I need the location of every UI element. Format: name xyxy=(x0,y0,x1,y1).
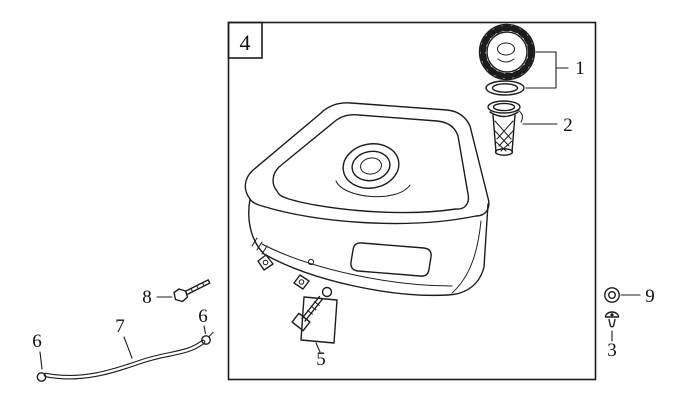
front-recessed-panel xyxy=(350,242,432,277)
callout-1: 1 xyxy=(525,51,585,89)
fuel-cap xyxy=(478,23,536,81)
screw-part5 xyxy=(291,286,338,344)
callout-6-left: 6 xyxy=(32,331,43,370)
mount-tab-left xyxy=(257,254,274,271)
callout-label-strainer: 2 xyxy=(563,115,573,136)
callout-label-bolt3: 3 xyxy=(607,340,617,361)
callout-5: 5 xyxy=(315,342,326,370)
callout-3: 3 xyxy=(607,330,617,361)
screw-part3 xyxy=(604,311,620,328)
callout-label-hose: 7 xyxy=(115,316,125,337)
mount-tab-bottom xyxy=(293,274,310,290)
callout-6-right: 6 xyxy=(198,306,208,335)
callout-2: 2 xyxy=(522,115,573,136)
figure-label-box xyxy=(227,21,263,59)
hose-clip-left xyxy=(36,372,47,382)
grommet-part9 xyxy=(604,287,620,303)
callout-8: 8 xyxy=(142,287,173,308)
bolt-part8 xyxy=(173,279,211,303)
callout-label-clip-left: 6 xyxy=(32,331,42,352)
fuel-strainer xyxy=(487,100,523,156)
callout-label-clip-right: 6 xyxy=(198,306,208,327)
callout-label-screw: 5 xyxy=(316,349,326,370)
fuel-hose xyxy=(36,332,214,382)
callout-label-grommet: 9 xyxy=(645,286,655,307)
callout-label-fuel-cap: 1 xyxy=(575,58,585,79)
callout-7: 7 xyxy=(115,316,133,359)
diagram-frame: 4 xyxy=(227,21,597,381)
fuel-tank xyxy=(244,102,490,297)
callout-box-part5 xyxy=(300,296,338,344)
callout-9: 9 xyxy=(620,286,655,307)
figure-label: 4 xyxy=(240,30,251,55)
callout-label-bolt8: 8 xyxy=(142,287,152,308)
filler-neck xyxy=(342,143,400,189)
cap-gasket xyxy=(485,80,525,96)
hose-clip-right xyxy=(201,335,211,345)
